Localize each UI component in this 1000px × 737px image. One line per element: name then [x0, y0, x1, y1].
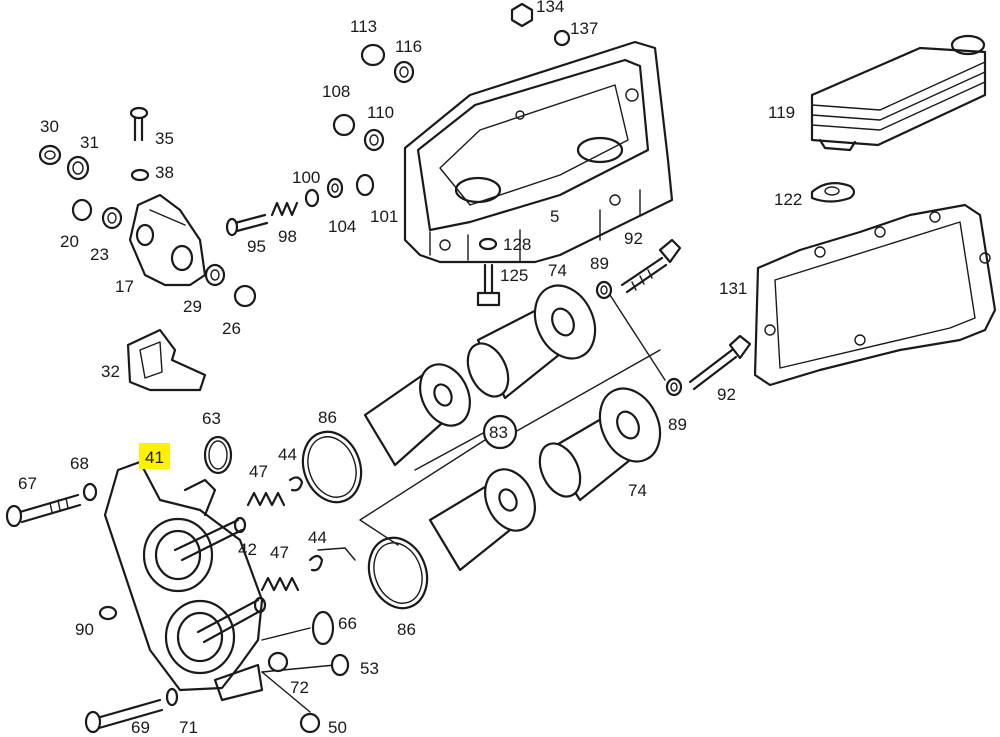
label-72: 72 [290, 678, 309, 697]
callout-circle-83 [482, 414, 518, 450]
label-67: 67 [18, 474, 37, 493]
label-71: 71 [179, 718, 198, 737]
label-17: 17 [115, 277, 134, 296]
label-44b: 44 [308, 528, 327, 547]
small-gasket [810, 181, 856, 203]
label-74b: 74 [628, 481, 647, 500]
label-86a: 86 [318, 408, 337, 427]
label-44a: 44 [278, 445, 297, 464]
label-128: 128 [503, 235, 531, 254]
highlight-box [139, 443, 170, 469]
label-116: 116 [395, 37, 422, 56]
springs [246, 201, 300, 592]
label-104: 104 [328, 217, 356, 236]
label-89a: 89 [590, 254, 609, 273]
label-26: 26 [222, 319, 241, 338]
label-101: 101 [370, 207, 398, 226]
label-35: 35 [155, 129, 174, 148]
label-92b: 92 [717, 385, 736, 404]
filter-cartridges [363, 284, 662, 572]
label-29: 29 [183, 297, 202, 316]
label-30: 30 [40, 117, 59, 136]
label-47a: 47 [249, 462, 268, 481]
label-89b: 89 [668, 415, 687, 434]
label-32: 32 [101, 362, 120, 381]
label-125: 125 [500, 266, 528, 285]
part-labels: 134 137 113 116 108 110 30 31 35 38 100 … [18, 0, 802, 737]
label-63: 63 [202, 409, 221, 428]
label-86b: 86 [397, 620, 416, 639]
label-31: 31 [80, 133, 99, 152]
label-74a: 74 [548, 261, 567, 280]
label-119: 119 [768, 103, 795, 122]
label-110: 110 [367, 103, 394, 122]
label-98: 98 [278, 227, 297, 246]
label-122: 122 [774, 190, 802, 209]
label-69: 69 [131, 718, 150, 737]
label-137: 137 [570, 19, 598, 38]
bracket-32 [126, 328, 207, 392]
label-90: 90 [75, 620, 94, 639]
filter-housing [103, 460, 267, 702]
label-100: 100 [292, 168, 320, 187]
label-42: 42 [238, 540, 257, 559]
label-50: 50 [328, 718, 347, 737]
bolts [5, 2, 752, 734]
label-66: 66 [338, 614, 357, 633]
label-47b: 47 [270, 543, 289, 562]
label-53: 53 [360, 659, 379, 678]
label-131: 131 [719, 279, 747, 298]
label-113: 113 [350, 17, 377, 36]
o-rings [301, 430, 429, 610]
label-5: 5 [550, 207, 559, 226]
label-41: 41 [145, 448, 164, 467]
upper-housing [403, 40, 674, 264]
label-83: 83 [489, 423, 508, 442]
label-92a: 92 [624, 229, 643, 248]
label-20: 20 [60, 232, 79, 251]
label-38: 38 [155, 163, 174, 182]
bracket-17 [128, 193, 207, 287]
large-gasket [753, 203, 997, 387]
label-23: 23 [90, 245, 109, 264]
label-95: 95 [247, 237, 266, 256]
label-108: 108 [322, 82, 350, 101]
leader-lines [261, 294, 666, 713]
oil-cooler [810, 34, 987, 152]
label-134: 134 [536, 0, 564, 16]
label-68: 68 [70, 454, 89, 473]
small-parts [38, 29, 683, 734]
